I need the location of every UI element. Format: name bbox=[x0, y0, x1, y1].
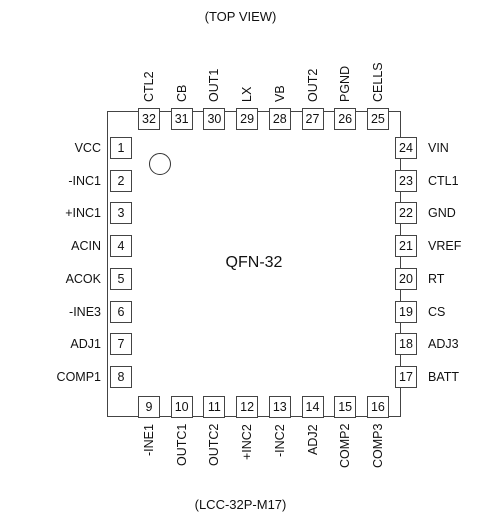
pin-number-box: 12 bbox=[236, 396, 259, 418]
pin-label-right: CS bbox=[428, 304, 446, 319]
pin-number-box: 4 bbox=[110, 235, 132, 258]
pin-label-bottom: OUTC1 bbox=[174, 424, 189, 467]
package-name: QFN-32 bbox=[225, 254, 283, 271]
pin-label-top: OUT2 bbox=[305, 68, 320, 102]
pin-label-bottom: -INE1 bbox=[142, 424, 156, 456]
pin-number-box: 23 bbox=[395, 169, 417, 192]
pin-label-left: +INC1 bbox=[65, 206, 101, 221]
pin-label-bottom: COMP3 bbox=[370, 424, 385, 469]
pin-label-top: CB bbox=[174, 84, 189, 102]
pin-number-box: 18 bbox=[395, 333, 417, 356]
pin-number-box: 8 bbox=[110, 365, 132, 388]
pin-number-box: 26 bbox=[334, 108, 357, 130]
pin-number-box: 16 bbox=[366, 396, 389, 418]
pin-label-bottom: COMP2 bbox=[338, 424, 353, 469]
pin-number-box: 19 bbox=[395, 300, 417, 323]
package-code-caption: (LCC-32P-M17) bbox=[194, 497, 287, 512]
pin-number-box: 25 bbox=[366, 108, 389, 130]
pin-label-top: CTL2 bbox=[142, 71, 156, 102]
pin-label-left: VCC bbox=[74, 141, 101, 155]
pin-label-left: -INE3 bbox=[69, 304, 101, 319]
pin-number-box: 2 bbox=[110, 169, 132, 192]
pin-label-left: ADJ1 bbox=[70, 337, 101, 352]
pin-label-right: BATT bbox=[428, 369, 460, 384]
pin-number-box: 29 bbox=[236, 108, 259, 130]
pin-label-right: VREF bbox=[428, 239, 462, 254]
pin1-marker-circle bbox=[149, 153, 171, 175]
pin-label-top: OUT1 bbox=[207, 68, 222, 102]
pin-number-box: 14 bbox=[301, 396, 324, 418]
pin-number-box: 5 bbox=[110, 267, 132, 290]
pin-number-box: 3 bbox=[110, 202, 132, 225]
pin-label-right: GND bbox=[428, 206, 456, 221]
pin-label-left: COMP1 bbox=[56, 369, 101, 384]
pin-number-box: 15 bbox=[334, 396, 357, 418]
pin-number-box: 30 bbox=[203, 108, 226, 130]
pin-label-bottom: -INC2 bbox=[272, 424, 287, 457]
pin-number-box: 1 bbox=[110, 137, 132, 159]
pin-number-box: 17 bbox=[395, 365, 417, 388]
pin-number-box: 27 bbox=[301, 108, 324, 130]
pin-label-top: LX bbox=[240, 86, 255, 102]
pin-number-box: 9 bbox=[138, 396, 160, 418]
pin-number-box: 7 bbox=[110, 333, 132, 356]
pin-label-right: ADJ3 bbox=[428, 337, 459, 352]
pin-number-box: 31 bbox=[170, 108, 193, 130]
pin-number-box: 20 bbox=[395, 267, 417, 290]
pin-label-top: CELLS bbox=[370, 62, 385, 102]
pin-label-bottom: OUTC2 bbox=[207, 424, 222, 467]
pin-number-box: 21 bbox=[395, 235, 417, 258]
pin-number-box: 22 bbox=[395, 202, 417, 225]
pin-label-left: -INC1 bbox=[68, 173, 101, 188]
pin-label-left: ACIN bbox=[71, 239, 101, 254]
pin-number-box: 11 bbox=[203, 396, 226, 418]
pin-label-bottom: +INC2 bbox=[240, 424, 255, 460]
pin-label-right: CTL1 bbox=[428, 173, 459, 188]
pin-number-box: 28 bbox=[268, 108, 291, 130]
pin-number-box: 32 bbox=[138, 108, 160, 130]
pin-label-left: ACOK bbox=[65, 271, 101, 286]
top-view-caption: (TOP VIEW) bbox=[204, 9, 277, 24]
pin-number-box: 10 bbox=[170, 396, 193, 418]
pin-label-right: RT bbox=[428, 271, 445, 286]
pin-label-top: VB bbox=[272, 85, 287, 102]
pin-number-box: 13 bbox=[268, 396, 291, 418]
pin-label-bottom: ADJ2 bbox=[305, 424, 320, 455]
pin-label-right: VIN bbox=[428, 141, 449, 155]
pin-number-box: 6 bbox=[110, 300, 132, 323]
pin-number-box: 24 bbox=[395, 137, 417, 159]
pin-label-top: PGND bbox=[338, 65, 353, 102]
